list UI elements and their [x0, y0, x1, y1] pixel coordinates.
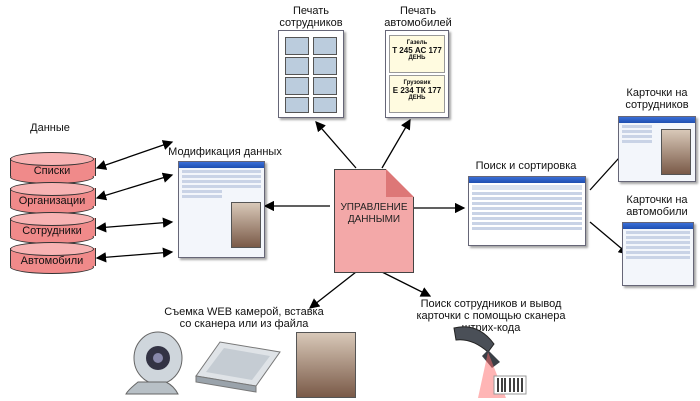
data-title: Данные [30, 122, 70, 134]
car-card [622, 222, 694, 286]
print-employees-sheet [278, 30, 344, 118]
print-employees-label: Печать сотрудников [279, 5, 343, 29]
cards-cars-label: Карточки на автомобили [626, 194, 688, 218]
cylinder-cars-label: Автомобили [20, 255, 84, 267]
car-plate-2: Е 234 ТК 177 [392, 86, 442, 95]
data-management-node: УПРАВЛЕНИЕ ДАННЫМИ [334, 169, 414, 273]
arrow-to-barcode [381, 271, 432, 297]
car-pass-2: Грузовик Е 234 ТК 177 ДЕНЬ [389, 75, 445, 113]
employee-photo [231, 202, 261, 248]
search-sort-screenshot [468, 176, 586, 246]
cylinder-lists-label: Списки [33, 165, 71, 177]
cylinder-lists: Списки [10, 152, 96, 184]
webcam-label: Съемка WEB камерой, вставка со сканера и… [164, 306, 324, 330]
arrow-orgs [95, 172, 174, 201]
modify-label: Модификация данных [168, 146, 282, 158]
scanner-icon [195, 341, 281, 393]
cylinder-orgs-label: Организации [18, 195, 86, 207]
employee-card [618, 116, 696, 182]
webcam-icon [125, 331, 183, 395]
modify-screenshot [178, 161, 265, 258]
arrow-lists [95, 140, 174, 170]
cylinder-orgs: Организации [10, 182, 96, 214]
cylinder-cars: Автомобили [10, 242, 96, 274]
arrow-to-print-cars [381, 118, 411, 169]
print-cars-sheet: Газель Т 245 АС 177 ДЕНЬ Грузовик Е 234 … [385, 30, 449, 118]
file-photo [296, 332, 356, 398]
cylinder-employees-label: Сотрудники [22, 225, 82, 237]
car-pass-1: Газель Т 245 АС 177 ДЕНЬ [389, 35, 445, 73]
arrow-to-car-cards [589, 221, 629, 255]
print-cars-label: Печать автомобилей [384, 5, 452, 29]
barcode-scanner-icon [453, 326, 527, 398]
arrow-to-webcam [308, 271, 357, 309]
center-label: УПРАВЛЕНИЕ ДАННЫМИ [340, 202, 408, 225]
arrow-to-print-employees [315, 121, 357, 169]
cards-employees-label: Карточки на сотрудников [625, 87, 689, 111]
arrow-cars [95, 247, 174, 263]
employee-card-photo [661, 129, 691, 175]
arrow-employees [95, 217, 174, 233]
car-plate-1: Т 245 АС 177 [392, 46, 442, 55]
cylinder-employees: Сотрудники [10, 212, 96, 244]
search-sort-label: Поиск и сортировка [475, 160, 577, 172]
